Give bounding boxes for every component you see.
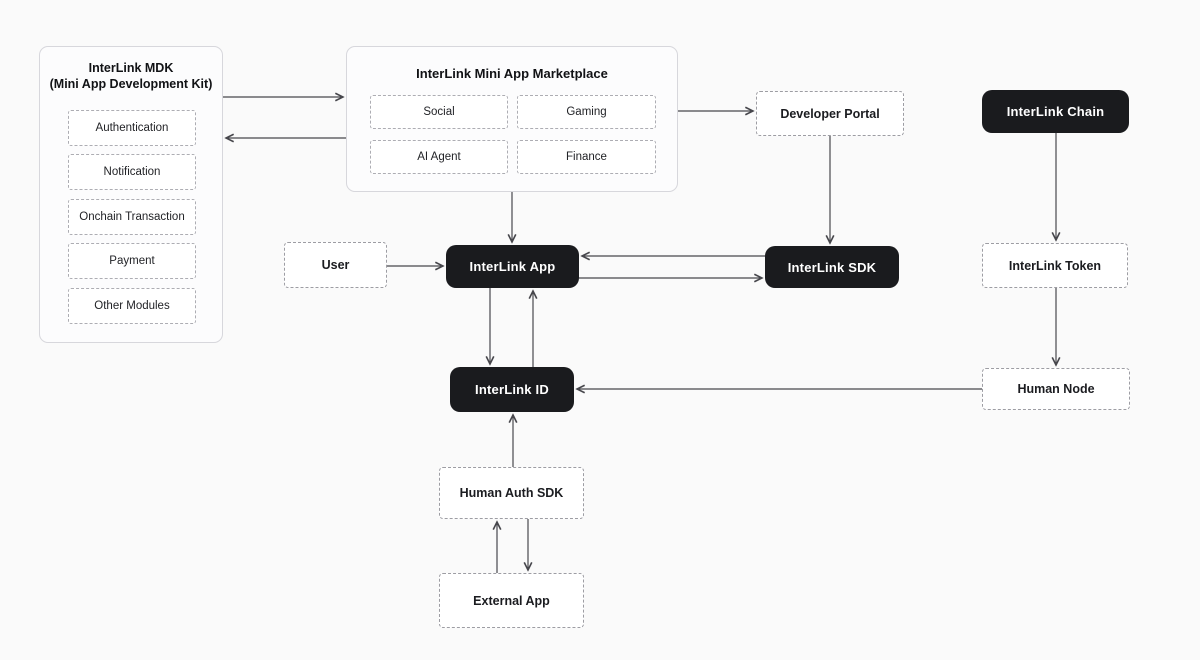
marketplace-container: InterLink Mini App Marketplace Social Ga… <box>346 46 678 192</box>
mdk-module-onchain-transaction: Onchain Transaction <box>68 199 196 235</box>
mdk-container: InterLink MDK (Mini App Development Kit)… <box>39 46 223 343</box>
node-human-auth-sdk: Human Auth SDK <box>439 467 584 519</box>
marketplace-category-ai-agent: AI Agent <box>370 140 508 174</box>
marketplace-category-social: Social <box>370 95 508 129</box>
mdk-title-line1: InterLink MDK <box>88 61 174 75</box>
node-interlink-token: InterLink Token <box>982 243 1128 288</box>
mdk-module-other-modules: Other Modules <box>68 288 196 324</box>
node-interlink-chain: InterLink Chain <box>982 90 1129 133</box>
node-developer-portal: Developer Portal <box>756 91 904 136</box>
node-interlink-app: InterLink App <box>446 245 579 288</box>
mdk-module-authentication: Authentication <box>68 110 196 146</box>
node-external-app: External App <box>439 573 584 628</box>
mdk-title: InterLink MDK (Mini App Development Kit) <box>40 60 222 92</box>
marketplace-category-finance: Finance <box>517 140 656 174</box>
mdk-module-notification: Notification <box>68 154 196 190</box>
node-human-node: Human Node <box>982 368 1130 410</box>
mdk-module-payment: Payment <box>68 243 196 279</box>
node-interlink-sdk: InterLink SDK <box>765 246 899 288</box>
marketplace-category-gaming: Gaming <box>517 95 656 129</box>
node-user: User <box>284 242 387 288</box>
marketplace-title: InterLink Mini App Marketplace <box>416 66 608 81</box>
mdk-title-line2: (Mini App Development Kit) <box>49 77 213 91</box>
node-interlink-id: InterLink ID <box>450 367 574 412</box>
